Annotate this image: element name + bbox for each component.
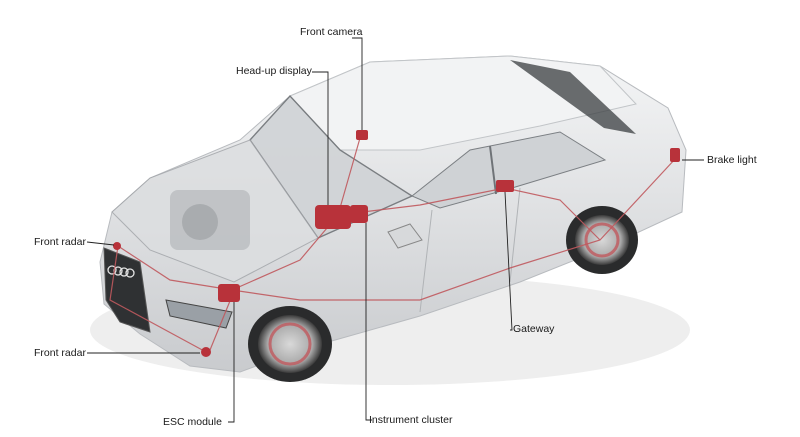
headlight bbox=[165, 299, 233, 329]
front-radar-lower-marker bbox=[201, 347, 211, 357]
leader-instrument-cluster bbox=[365, 223, 372, 421]
instrument-cluster-marker bbox=[350, 205, 368, 223]
label-brake-light: Brake light bbox=[707, 154, 757, 166]
leader-gateway bbox=[504, 191, 513, 331]
brake-light-marker bbox=[670, 148, 680, 162]
leader-lines bbox=[86, 37, 704, 423]
label-instrument-cluster: Instrument cluster bbox=[369, 414, 453, 426]
label-front-radar-lower: Front radar bbox=[34, 347, 86, 359]
four-rings-logo bbox=[107, 265, 135, 278]
leader-esc-module bbox=[228, 302, 235, 423]
front-wheel bbox=[248, 306, 332, 382]
leader-front-radar-upper bbox=[86, 241, 115, 246]
side-mirror bbox=[387, 223, 423, 249]
front-camera-marker bbox=[356, 130, 368, 140]
label-gateway: Gateway bbox=[513, 323, 555, 335]
leader-front-camera bbox=[352, 37, 363, 130]
label-front-camera: Front camera bbox=[300, 26, 363, 38]
label-head-up-display: Head-up display bbox=[236, 65, 312, 77]
b-pillar bbox=[489, 145, 497, 195]
engine-part bbox=[182, 204, 218, 240]
label-front-radar-upper: Front radar bbox=[34, 236, 86, 248]
component-markers bbox=[113, 130, 680, 357]
esc-module-marker bbox=[218, 284, 240, 302]
car-body bbox=[99, 55, 687, 373]
gateway-marker bbox=[496, 180, 514, 192]
side-windows bbox=[411, 131, 607, 209]
door-lines bbox=[419, 187, 521, 313]
leader-head-up-display bbox=[312, 71, 329, 205]
rear-wheel bbox=[566, 206, 638, 274]
rear-window bbox=[510, 60, 636, 134]
front-radar-upper-marker bbox=[113, 242, 121, 250]
head-up-display-marker bbox=[315, 205, 351, 229]
label-esc-module: ESC module bbox=[163, 416, 222, 428]
